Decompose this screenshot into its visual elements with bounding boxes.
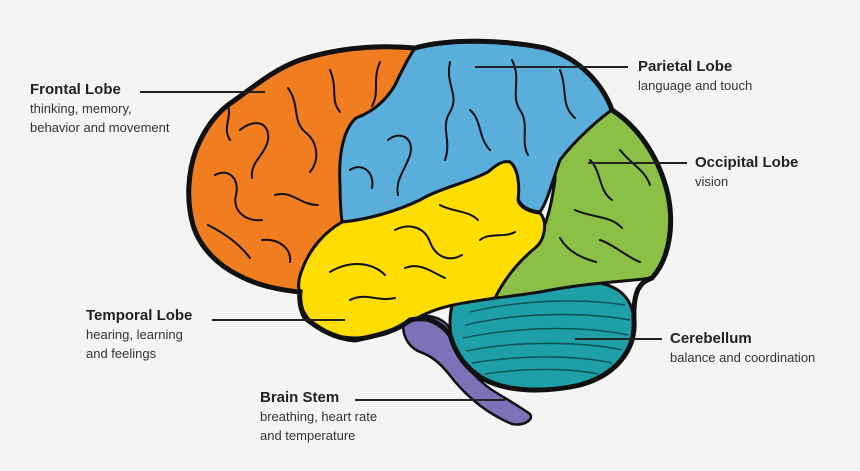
occipital-lobe-title: Occipital Lobe: [695, 154, 799, 171]
temporal-lobe-label: Temporal Lobe hearing, learning and feel…: [86, 307, 192, 363]
temporal-lobe-description: hearing, learning and feelings: [86, 327, 183, 361]
parietal-lobe-label: Parietal Lobe language and touch: [638, 58, 752, 95]
frontal-lobe-description: thinking, memory, behavior and movement: [30, 101, 170, 135]
cerebellum-folds: [462, 300, 631, 375]
leader-lines: [140, 66, 687, 401]
brain-stem-description: breathing, heart rate and temperature: [260, 409, 378, 443]
brain-stem-title: Brain Stem: [260, 389, 340, 406]
temporal-lobe-title: Temporal Lobe: [86, 307, 193, 324]
cerebellum-description: balance and coordination: [670, 350, 816, 365]
cerebellum-label: Cerebellum balance and coordination: [670, 330, 815, 367]
cerebellum-title: Cerebellum: [670, 330, 752, 347]
brain-outline: [186, 38, 674, 393]
occipital-lobe-label: Occipital Lobe vision: [695, 154, 798, 191]
occipital-lobe-description: vision: [695, 174, 729, 189]
parietal-lobe-description: language and touch: [638, 78, 753, 93]
brain-stem-label: Brain Stem breathing, heart rate and tem…: [260, 389, 377, 445]
frontal-lobe-title: Frontal Lobe: [30, 81, 121, 98]
parietal-lobe-title: Parietal Lobe: [638, 58, 733, 75]
frontal-lobe-label: Frontal Lobe thinking, memory, behavior …: [30, 81, 169, 137]
